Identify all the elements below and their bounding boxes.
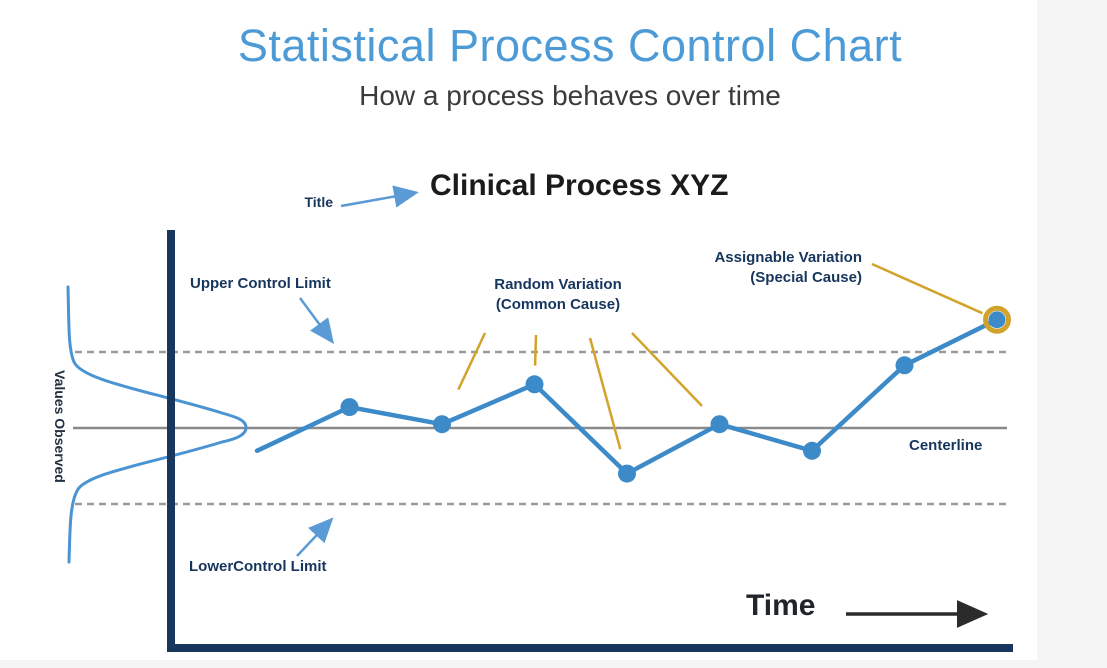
common-cause-callout-line — [533, 334, 538, 366]
y-axis-label: Values Observed — [52, 369, 68, 483]
x-axis-label: Time — [746, 589, 816, 622]
right-margin-strip — [1037, 0, 1107, 668]
data-point — [618, 464, 636, 483]
special-cause-point — [988, 311, 1006, 329]
page-subtitle: How a process behaves over time — [359, 80, 781, 111]
x-axis-line — [167, 644, 1013, 652]
data-point — [525, 375, 544, 394]
centerline-label: Centerline — [909, 437, 983, 454]
lower-control-limit-label: LowerControl Limit — [189, 558, 327, 575]
callout-lines-group — [457, 262, 983, 450]
common-cause-callout-line — [457, 332, 487, 391]
y-axis-line — [167, 230, 175, 652]
random-variation-line1: Random Variation — [494, 276, 622, 293]
assignable-variation-line2: (Special Cause) — [750, 269, 862, 286]
ucl-pointer-arrow-icon — [298, 297, 334, 345]
assignable-variation-line1: Assignable Variation — [714, 249, 862, 266]
lcl-pointer-arrow-icon — [296, 517, 334, 557]
process-line — [254, 317, 1000, 476]
common-cause-callout-line — [631, 332, 703, 407]
title-pointer-arrow-icon — [340, 185, 419, 208]
assignable-variation-label: Assignable Variation (Special Cause) — [662, 248, 862, 288]
normal-distribution-curve — [66, 285, 248, 564]
series-group — [254, 305, 1011, 483]
random-variation-label: Random Variation (Common Cause) — [458, 275, 658, 315]
special-cause-point-ring — [983, 305, 1011, 334]
data-point — [710, 415, 729, 434]
data-point — [433, 415, 451, 434]
data-point — [803, 441, 821, 460]
random-variation-line2: (Common Cause) — [495, 296, 621, 313]
bottom-margin-strip — [0, 660, 1037, 668]
data-point — [895, 356, 914, 375]
common-cause-callout-line — [588, 337, 622, 450]
title-pointer-label: Title — [304, 194, 333, 210]
data-point — [340, 398, 359, 417]
upper-control-limit-label: Upper Control Limit — [190, 275, 331, 292]
page-title: Statistical Process Control Chart — [237, 20, 903, 71]
special-cause-callout-line — [871, 262, 983, 315]
chart-title: Clinical Process XYZ — [430, 169, 729, 202]
